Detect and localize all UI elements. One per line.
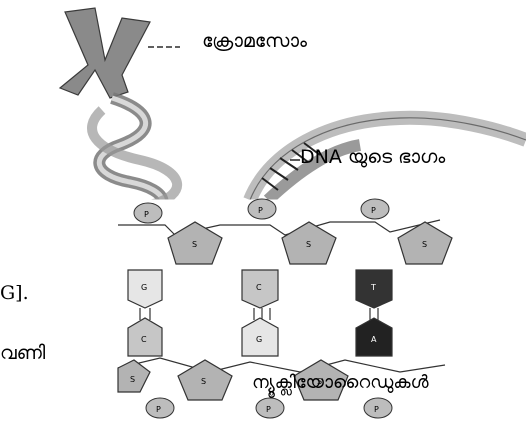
base-label: C	[141, 335, 147, 344]
dna-part-label: DNA യുടെ ഭാഗം	[300, 146, 445, 168]
left-text-fragment: വണി	[0, 342, 45, 364]
base-label: A	[371, 335, 377, 344]
sugar-label: S	[192, 240, 197, 249]
base-label: G	[256, 335, 262, 344]
phosphate-label: P	[266, 405, 271, 414]
nucleotides-label: ന്യൂക്ലിയോറൈഡുകൾ	[252, 372, 429, 393]
left-text-fragment: G].	[0, 282, 29, 304]
sugar-label: S	[306, 240, 311, 249]
sugar-label: S	[422, 240, 427, 249]
phosphate-label: P	[258, 206, 263, 215]
chromosome-label: ക്രോമസോം	[202, 30, 307, 52]
phosphate-label: P	[371, 206, 376, 215]
phosphate-label: P	[144, 210, 149, 219]
phosphate-label: P	[374, 405, 379, 414]
sugar-label: S	[130, 375, 135, 384]
chromosome-shape	[60, 8, 150, 98]
base-label: G	[141, 283, 147, 292]
base-label: C	[256, 283, 262, 292]
base-label: T	[370, 283, 376, 292]
phosphate-label: P	[156, 405, 161, 414]
sugar-label: S	[201, 377, 206, 386]
